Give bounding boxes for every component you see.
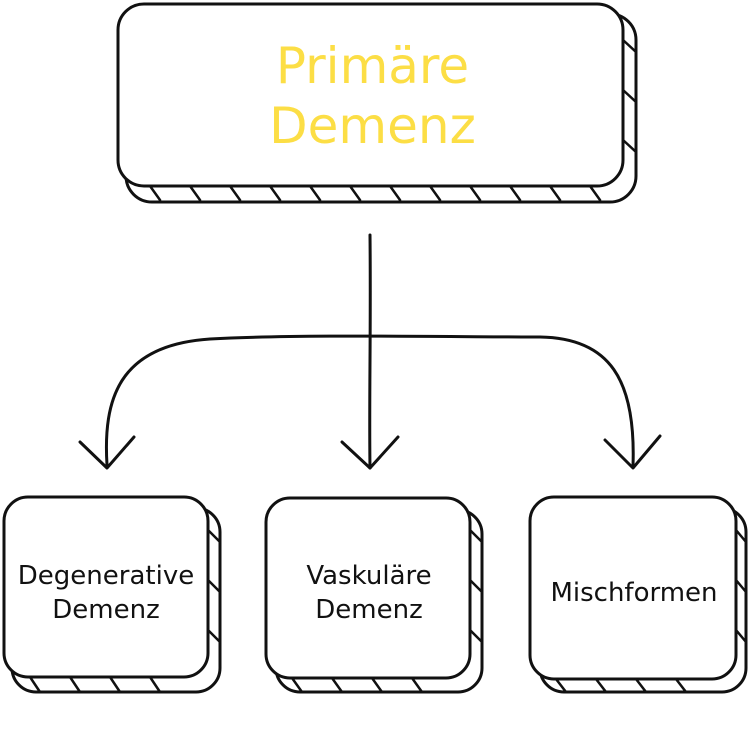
center-trunk-line (368, 233, 372, 470)
child-node-label-mischformen: Mischformen (550, 578, 718, 608)
child-box-mischformen (528, 495, 748, 694)
branch-arc (104, 334, 635, 468)
child-node-label-vaskulaere: Vaskuläre Demenz (306, 561, 432, 625)
root-node-label: Primäre Demenz (269, 36, 476, 155)
root-box (116, 2, 638, 204)
arrowhead-right (603, 434, 662, 470)
child-box-degenerative (2, 495, 222, 694)
child-node-label-degenerative: Degenerative Demenz (17, 561, 195, 625)
child-box-vaskulaere (264, 496, 484, 694)
arrowhead-center (340, 435, 400, 470)
arrowhead-left (78, 435, 136, 470)
